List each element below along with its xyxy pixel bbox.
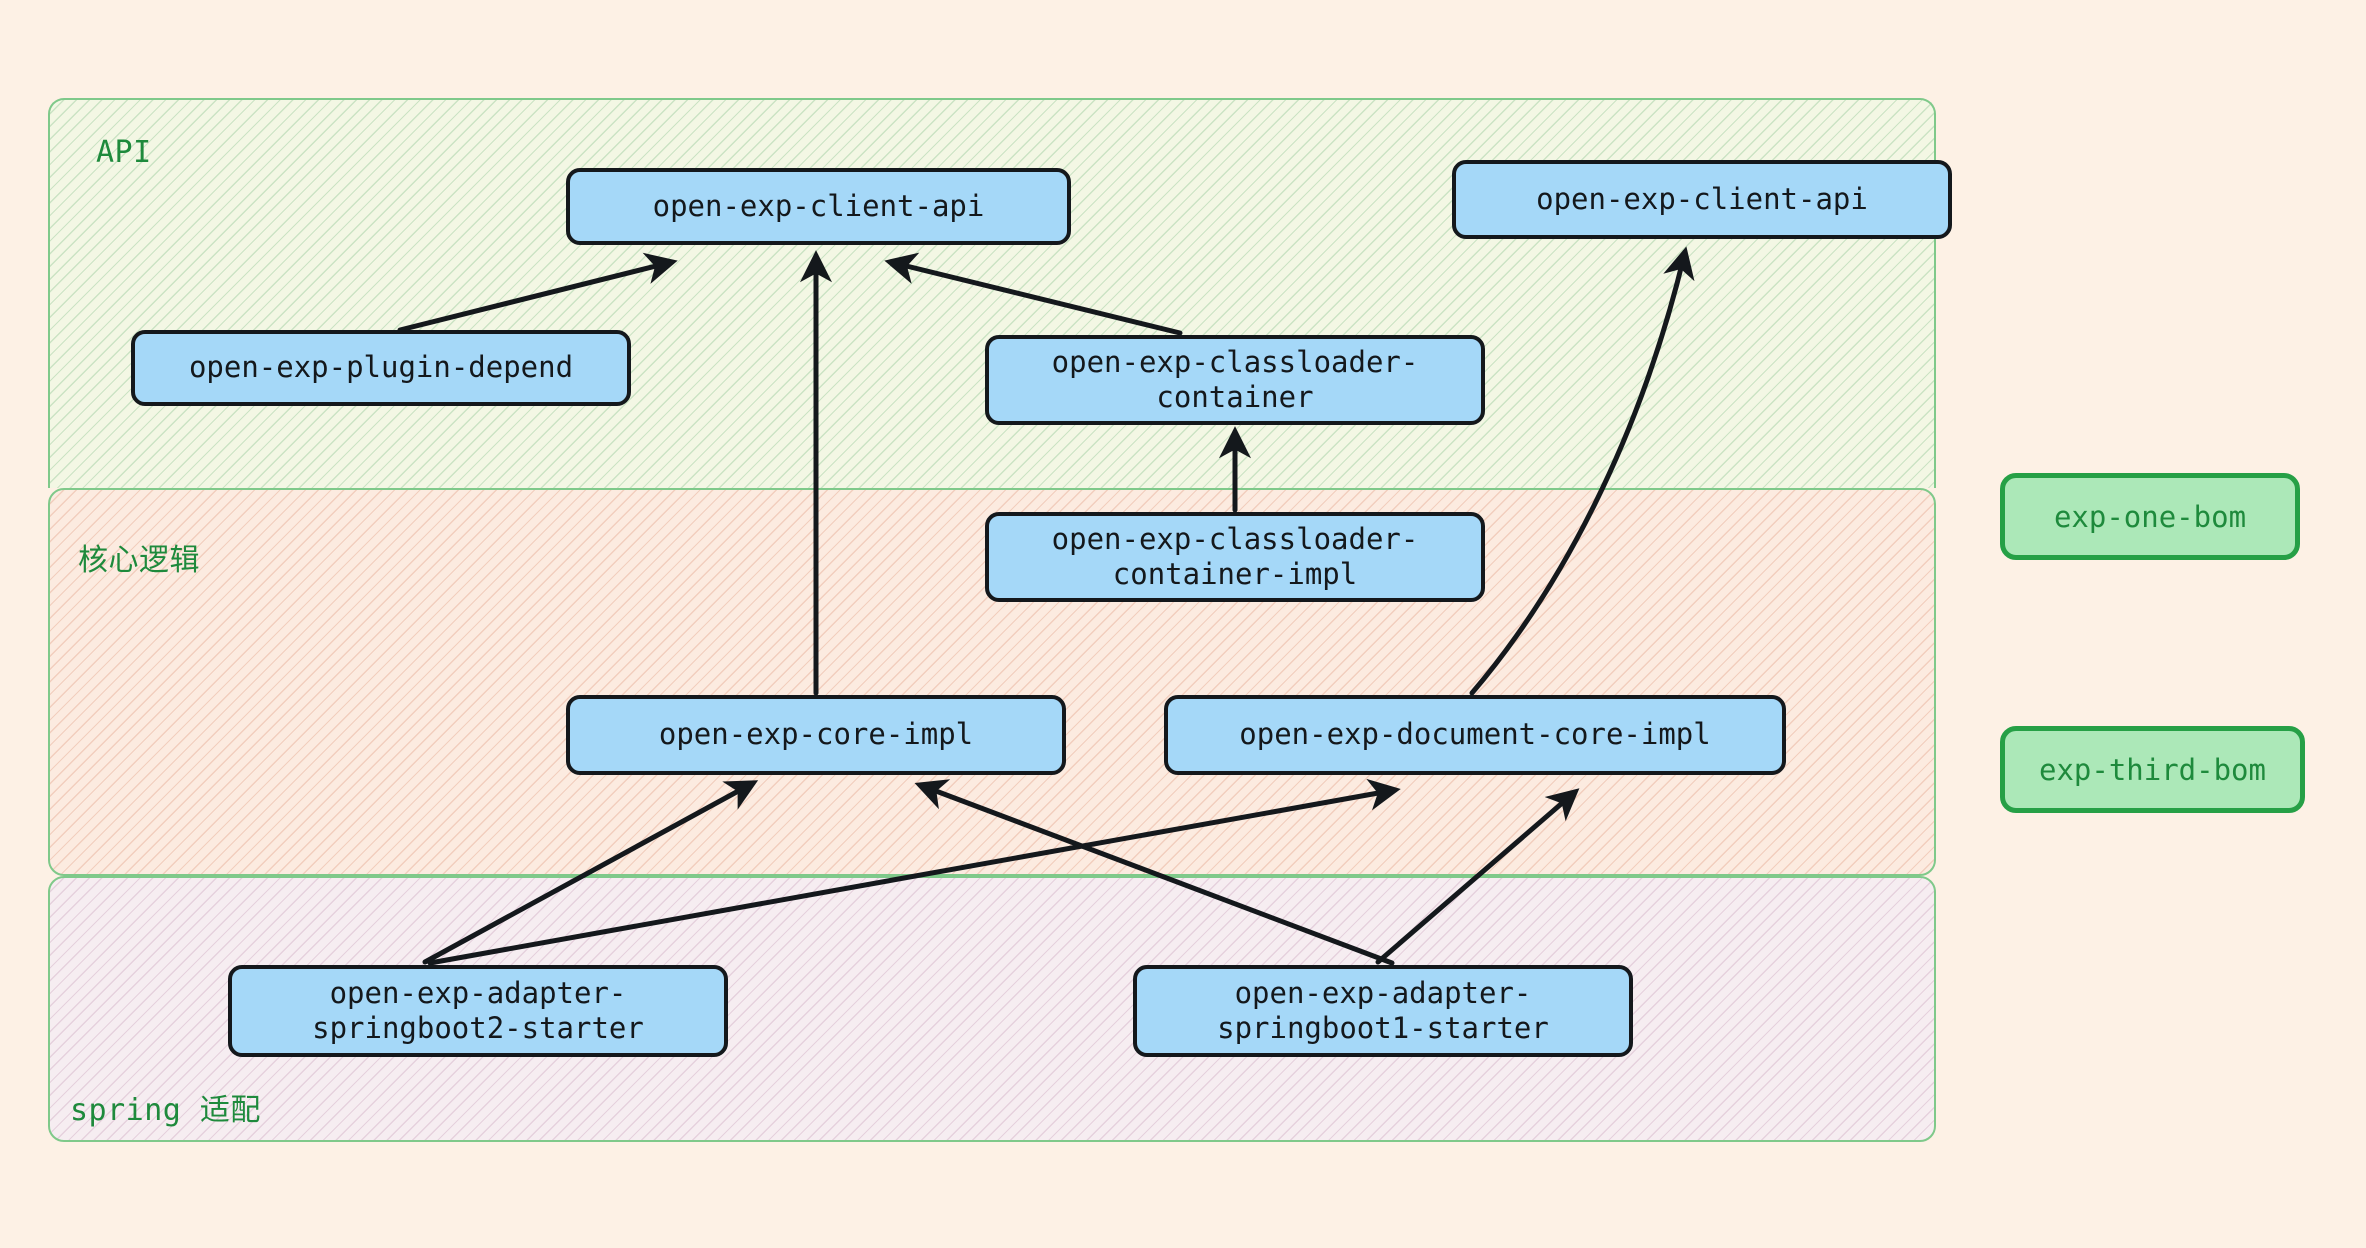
node-open-exp-plugin-depend[interactable]: open-exp-plugin-depend [131, 330, 631, 406]
group-api [48, 98, 1936, 488]
node-exp-third-bom[interactable]: exp-third-bom [2000, 726, 2305, 813]
node-open-exp-client-api-left[interactable]: open-exp-client-api [566, 168, 1071, 245]
node-open-exp-client-api-right[interactable]: open-exp-client-api [1452, 160, 1952, 239]
node-open-exp-adapter-springboot1-starter[interactable]: open-exp-adapter- springboot1-starter [1133, 965, 1633, 1057]
node-open-exp-classloader-container[interactable]: open-exp-classloader- container [985, 335, 1485, 425]
group-label-api: API [96, 135, 152, 170]
node-open-exp-document-core-impl[interactable]: open-exp-document-core-impl [1164, 695, 1786, 775]
group-label-core: 核心逻辑 [78, 543, 200, 578]
node-open-exp-adapter-springboot2-starter[interactable]: open-exp-adapter- springboot2-starter [228, 965, 728, 1057]
group-label-spring: spring 适配 [70, 1093, 261, 1128]
node-exp-one-bom[interactable]: exp-one-bom [2000, 473, 2300, 560]
node-open-exp-core-impl[interactable]: open-exp-core-impl [566, 695, 1066, 775]
node-open-exp-classloader-container-impl[interactable]: open-exp-classloader- container-impl [985, 512, 1485, 602]
